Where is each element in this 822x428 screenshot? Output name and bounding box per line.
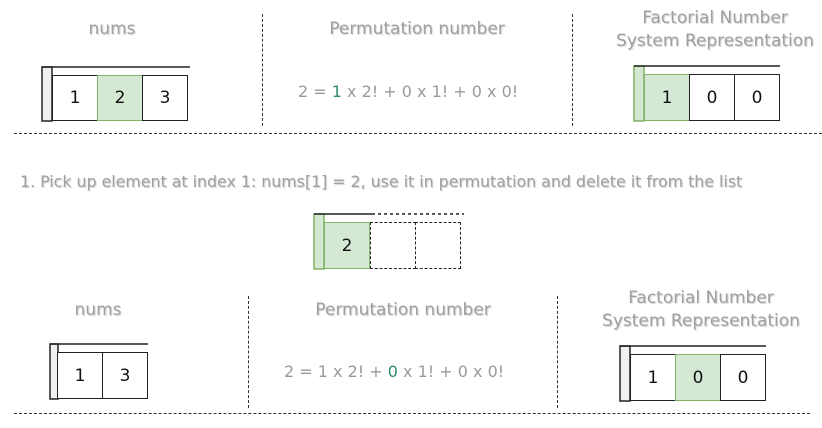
top-eq-t1-coef: 1 [331,82,342,101]
top-eq-t2-coef: 0 [401,82,412,101]
top-eq-t1-rest: x 2! + [341,82,402,101]
bottom-fns-depth [619,345,766,402]
bottom-nums-label: nums [74,300,122,320]
top-nums-array: 1 2 3 [41,66,190,122]
bottom-eq-t2-coef: 0 [387,362,398,381]
top-fns-label-line1: Factorial Number [642,8,788,28]
top-separator [14,133,822,134]
top-equation: 2 = 1 x 2! + 0 x 1! + 0 x 0! [298,82,518,101]
top-divider-2 [572,14,573,126]
bottom-fns-label-line1: Factorial Number [628,288,774,308]
top-eq-lhs: 2 = [298,82,332,101]
top-fns-cell-0: 1 [644,74,690,121]
bottom-nums-cell-0: 1 [57,352,103,399]
bottom-nums-cell-1: 3 [102,352,148,399]
bottom-fns-cell-0: 1 [630,354,676,401]
picked-cell-0: 2 [324,222,370,269]
top-nums-label: nums [88,19,136,39]
top-fns-cell-1: 0 [689,74,735,121]
top-nums-cell-0: 1 [52,75,98,121]
bottom-separator [14,413,810,414]
top-fns-cell-2: 0 [734,74,780,121]
bottom-divider-2 [557,296,558,408]
bottom-eq-t2-rest: x 1! + [397,362,458,381]
bottom-eq-lhs: 2 = [284,362,318,381]
top-fns-depth [633,65,780,122]
bottom-fns-label-line2: System Representation [602,311,800,331]
top-nums-depth [41,66,190,122]
top-fns-array: 1 0 0 [633,65,780,122]
bottom-fns-cell-2: 0 [720,354,766,401]
bottom-eq-t1-coef: 1 [317,362,328,381]
bottom-nums-array: 1 3 [49,343,148,400]
bottom-eq-t3: 0 x 0! [457,362,505,381]
bottom-fns-label: Factorial Number System Representation [602,287,800,333]
bottom-permutation-label: Permutation number [315,300,491,320]
top-eq-t3: 0 x 0! [471,82,519,101]
bottom-eq-t1-rest: x 2! + [327,362,388,381]
top-eq-t2-rest: x 1! + [411,82,472,101]
bottom-fns-array: 1 0 0 [619,345,766,402]
bottom-nums-depth [49,343,148,400]
picked-cell-1 [370,222,416,269]
top-nums-cell-2: 3 [142,75,188,121]
bottom-divider-1 [248,296,249,408]
top-fns-label: Factorial Number System Representation [616,7,814,53]
top-fns-label-line2: System Representation [616,31,814,51]
bottom-equation: 2 = 1 x 2! + 0 x 1! + 0 x 0! [284,362,504,381]
top-nums-cell-1: 2 [97,75,143,121]
top-permutation-label: Permutation number [329,19,505,39]
picked-array: 2 [313,213,464,270]
bottom-fns-cell-1: 0 [675,354,721,401]
step-text: 1. Pick up element at index 1: nums[1] =… [20,172,743,191]
picked-cell-2 [415,222,461,269]
top-divider-1 [262,14,263,126]
picked-depth [313,213,464,270]
